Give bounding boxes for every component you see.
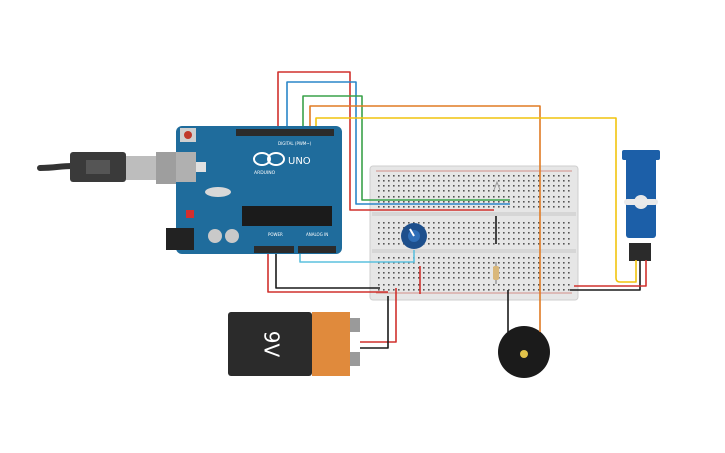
analog-label: ANALOG IN (306, 232, 328, 237)
battery-label: 9V (260, 331, 284, 358)
wire-orange (309, 105, 541, 332)
wire-green (302, 95, 510, 201)
usb-cable (37, 152, 178, 184)
wire-red-power (267, 254, 388, 293)
analog-header (298, 246, 336, 253)
capacitor (208, 229, 222, 243)
wire-red-servo (574, 260, 647, 287)
wiring (267, 71, 647, 349)
digital-label: DIGITAL (PWM~) (278, 141, 312, 146)
piezo-buzzer (498, 326, 550, 378)
resistor (493, 262, 499, 284)
capacitor (225, 229, 239, 243)
potentiometer (401, 223, 427, 249)
digital-header (236, 129, 334, 136)
breadboard (369, 165, 579, 301)
power-header (254, 246, 294, 253)
wire-yellow (315, 117, 637, 283)
battery-9v: 9V (228, 312, 360, 376)
wire-black-battery (360, 296, 389, 349)
microcontroller-chip (242, 206, 332, 226)
board-model-label: UNO (288, 156, 311, 167)
board-brand-label: ARDUINO (254, 170, 276, 176)
wire-cyan (299, 250, 415, 263)
arduino-logo-icon (253, 152, 285, 166)
crystal (205, 187, 231, 197)
arduino-board: UNO ARDUINO DIGITAL (PWM~) POWER ANALOG … (166, 126, 342, 254)
power-label: POWER (268, 232, 283, 237)
led (493, 180, 501, 191)
wire-black-servo (570, 260, 641, 291)
servo-motor (622, 150, 660, 261)
wire-red-top (277, 71, 494, 211)
wire-red-battery (360, 288, 397, 343)
wire-black-power (275, 254, 380, 289)
power-jack (166, 228, 194, 250)
wire-blue (286, 81, 510, 205)
usb-port (176, 152, 196, 182)
